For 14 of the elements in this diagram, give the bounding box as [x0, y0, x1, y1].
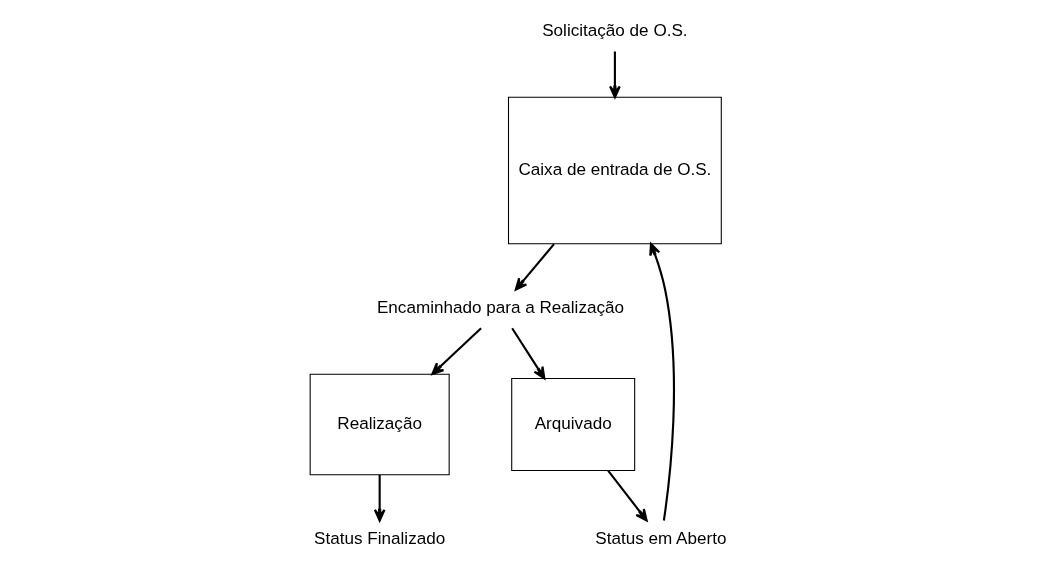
arrow [608, 51, 621, 99]
node-text: Encaminhado para a Realização [376, 298, 624, 318]
node-text: Status em Aberto [594, 529, 726, 549]
node-box: Caixa de entrada de O.S. [507, 96, 722, 245]
arrow [373, 474, 386, 522]
arrow [648, 242, 675, 521]
arrow [430, 327, 482, 375]
node-box: Realização [309, 373, 450, 476]
arrow [606, 470, 648, 522]
node-text: Solicitação de O.S. [541, 21, 688, 41]
node-text: Status Finalizado [313, 529, 445, 549]
arrow [514, 243, 555, 291]
arrow [510, 327, 545, 380]
node-box: Arquivado [510, 377, 635, 471]
